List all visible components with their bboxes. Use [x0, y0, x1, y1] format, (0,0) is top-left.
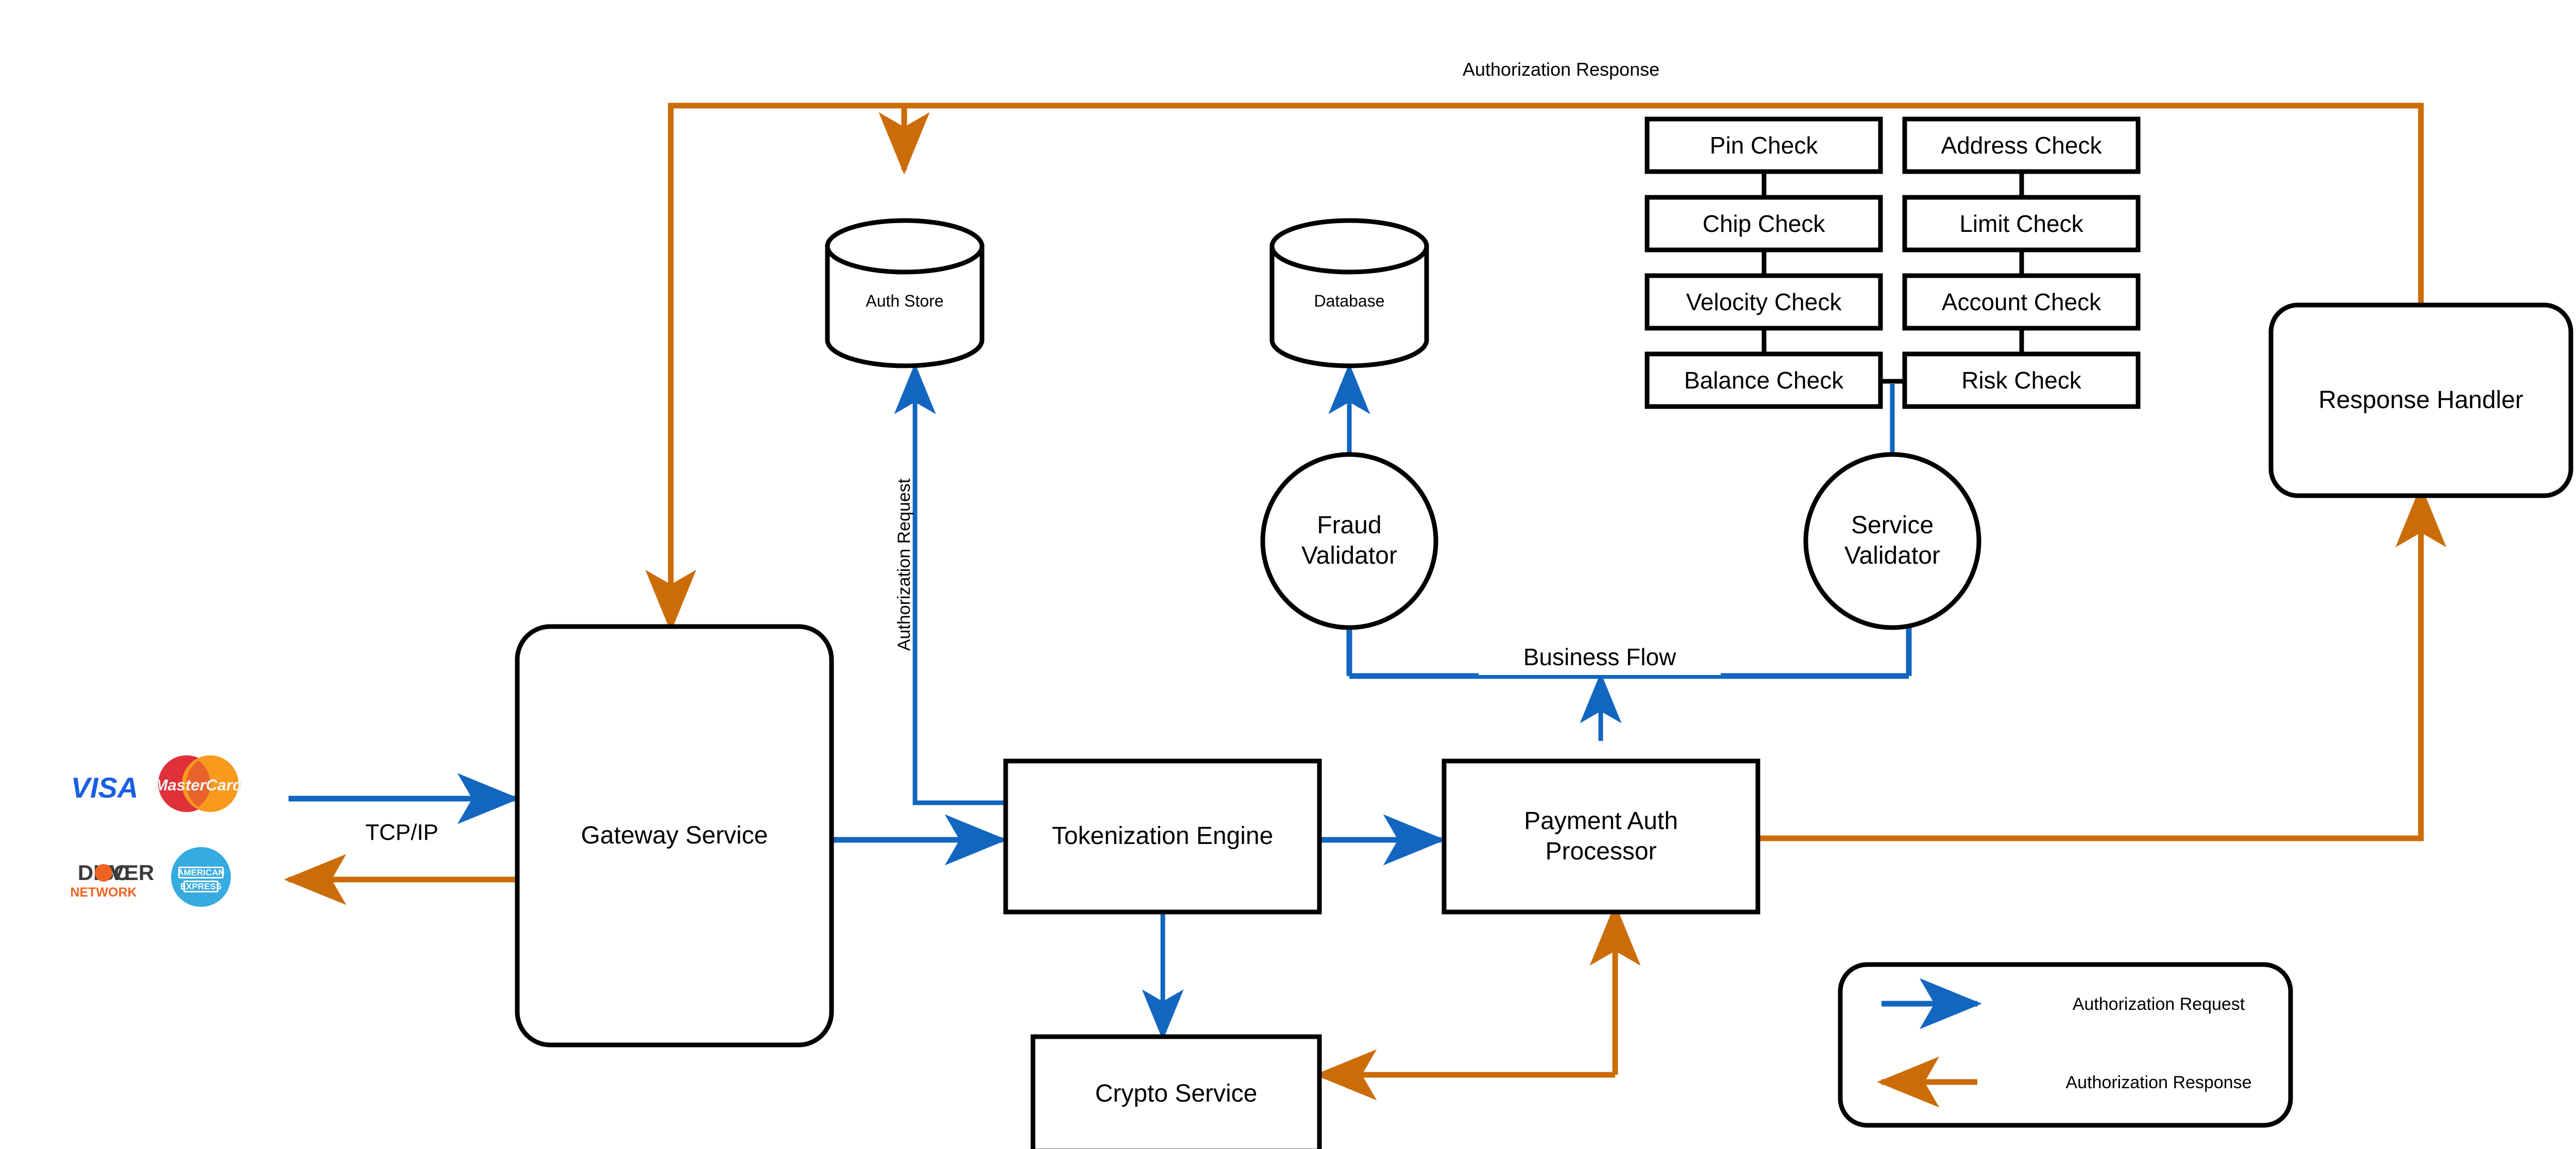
shape-crypto-service [1030, 1034, 1322, 1149]
legend-arrows [1877, 978, 1982, 1108]
edge-tokenization-to-auth-store [912, 381, 1006, 805]
legend-label-authorization-request: Authorization Request [2072, 994, 2245, 1014]
flow-edges-orange [284, 103, 2447, 1101]
svg-text:MasterCard: MasterCard [155, 776, 242, 794]
svg-text:EXPRESS: EXPRESS [180, 882, 222, 891]
discover-logo-icon: DISC VER NETWORK [49, 855, 158, 901]
svg-text:NETWORK: NETWORK [70, 885, 137, 900]
mastercard-logo-icon: MasterCard [155, 753, 242, 814]
shape-service-validator [1803, 452, 1981, 630]
shape-tokenization-engine [1003, 758, 1322, 915]
svg-text:VISA: VISA [71, 771, 139, 804]
edge-label-business-flow: Business Flow [1479, 639, 1721, 675]
edge-pap-to-response-handler [1758, 496, 2424, 841]
check-box-connectors [1761, 172, 2024, 384]
shape-payment-auth-processor [1442, 758, 1760, 915]
edge-label-authorization-response: Authorization Response [1462, 59, 1660, 80]
circle-nodes [1260, 452, 1981, 630]
check-box-pin-check [1645, 116, 1883, 174]
flow-edges-blue [289, 363, 1912, 1041]
edge-label-authorization-request: Authorization Request [894, 478, 914, 651]
shape-gateway-service [515, 624, 834, 1047]
check-box-chip-check [1645, 195, 1883, 252]
check-boxes [1645, 116, 2141, 409]
cylinder-database [1269, 218, 1429, 368]
check-box-velocity-check [1645, 273, 1883, 331]
check-box-balance-check [1645, 351, 1883, 409]
cylinder-auth-store [825, 218, 985, 368]
svg-text:AMERICAN: AMERICAN [177, 868, 225, 877]
check-box-limit-check [1902, 195, 2141, 252]
visa-logo-icon: VISA [56, 768, 154, 807]
american-express-logo-icon: AMERICAN EXPRESS [170, 846, 232, 908]
check-box-risk-check [1902, 351, 2141, 409]
shape-fraud-validator [1260, 452, 1438, 630]
check-box-account-check [1902, 273, 2141, 331]
legend-label-authorization-response: Authorization Response [2065, 1072, 2252, 1092]
svg-text:VER: VER [110, 860, 154, 885]
shape-response-handler [2268, 302, 2573, 498]
edge-label-tcp-ip: TCP/IP [365, 820, 438, 845]
node-shapes [515, 302, 2573, 1149]
check-box-address-check [1902, 116, 2141, 174]
edge-response-bus [668, 103, 2424, 618]
